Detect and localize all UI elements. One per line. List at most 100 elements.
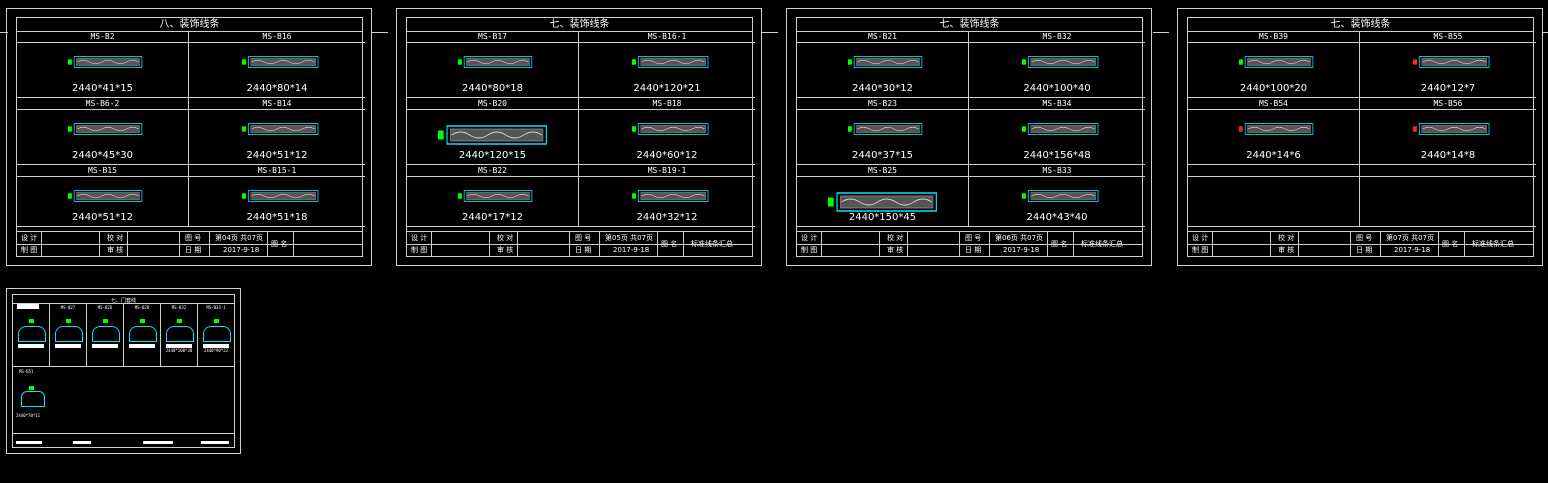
mini-profile-drawing (166, 326, 194, 342)
profile-cell[interactable]: MS-B14 2440*51*12 (189, 98, 365, 165)
mini-title-bar-fill (201, 441, 229, 444)
profile-cell[interactable]: MS-B16 2440*80*14 (189, 31, 365, 98)
mini-profile-cell[interactable] (13, 304, 50, 366)
profile-dimension: 2440*80*14 (246, 83, 308, 94)
profile-dimension: 2440*14*8 (1420, 150, 1476, 161)
profile-drawing (241, 53, 321, 71)
profile-code: MS-B19-1 (579, 166, 755, 177)
tb-name: 图 名 (271, 240, 288, 248)
profile-cell[interactable]: MS-B19-1 2440*32*12 (579, 165, 755, 227)
profile-dimension: 2440*156*48 (1023, 150, 1091, 161)
profile-dimension: 2440*32*12 (636, 212, 698, 223)
mini-extra-code: MS-B51 (19, 369, 34, 374)
profile-code: MS-B32 (969, 32, 1145, 43)
profile-drawing (1412, 53, 1492, 71)
profile-code (1188, 166, 1359, 177)
mini-extra-green-mark (29, 386, 34, 390)
profile-drawing (848, 120, 925, 138)
tb-date-value: 2017-9-18 (1003, 246, 1040, 254)
profile-drawing (1239, 53, 1316, 71)
mini-profile-cell[interactable]: MS-B26 (87, 304, 124, 366)
profile-cell[interactable] (1360, 165, 1536, 227)
sheet-connector-line (1153, 32, 1169, 33)
tb-page: 第07页 共07页 (1386, 234, 1435, 242)
tb-date-value: 2017-9-18 (1394, 246, 1431, 254)
mini-profile-cell[interactable]: MS-B28 (124, 304, 161, 366)
mini-profile-code: MS-B26 (97, 305, 113, 310)
sheet-connector-line (0, 32, 8, 33)
profile-drawing (848, 53, 925, 71)
profile-drawing (68, 120, 145, 138)
mini-title-bar-fill (143, 441, 173, 444)
mini-green-mark (103, 319, 108, 323)
mini-profile-cell[interactable]: MS-B27 (50, 304, 87, 366)
tb-draw: 制 图 (411, 246, 428, 254)
sheet-title: 七、装饰线条 (1188, 18, 1533, 32)
profile-drawing (68, 53, 145, 71)
profile-dimension: 2440*100*20 (1239, 83, 1308, 94)
profile-drawing (458, 53, 535, 71)
tb-page: 第04页 共07页 (215, 234, 264, 242)
mini-profile-drawing (203, 326, 231, 342)
mini-base-bar (92, 344, 118, 348)
sheet-title: 七、装饰线条 (407, 18, 752, 32)
profile-dimension: 2440*150*45 (848, 212, 917, 223)
profile-code: MS-B55 (1360, 32, 1536, 43)
profile-dimension: 2440*17*12 (462, 212, 523, 223)
mini-green-mark (66, 319, 71, 323)
mini-extra-dim: 2440*70*11 (16, 413, 41, 418)
profile-drawing (458, 187, 535, 205)
profile-code: MS-B20 (407, 99, 578, 110)
mini-base-bar (55, 344, 81, 348)
mini-green-mark (29, 319, 34, 323)
profile-code: MS-B14 (189, 99, 365, 110)
tb-date: 日 期 (965, 246, 982, 254)
profile-dimension: 2440*60*12 (636, 150, 698, 161)
profile-code: MS-B16-1 (579, 32, 755, 43)
profile-cell[interactable] (1188, 165, 1360, 227)
profile-dimension: 2440*37*15 (852, 150, 913, 161)
profile-dimension: 2440*43*40 (1026, 212, 1088, 223)
tb-date: 日 期 (575, 246, 592, 254)
mini-profile-drawing (92, 326, 120, 342)
mini-base-bar (203, 344, 229, 348)
profile-dimension: 2440*51*12 (246, 150, 308, 161)
mini-profile-code: MS-B27 (60, 305, 76, 310)
sheet-title: 八、装饰线条 (17, 18, 362, 32)
tb-review: 审 核 (107, 246, 124, 254)
profile-drawing (631, 120, 711, 138)
profile-code: MS-B16 (189, 32, 365, 43)
